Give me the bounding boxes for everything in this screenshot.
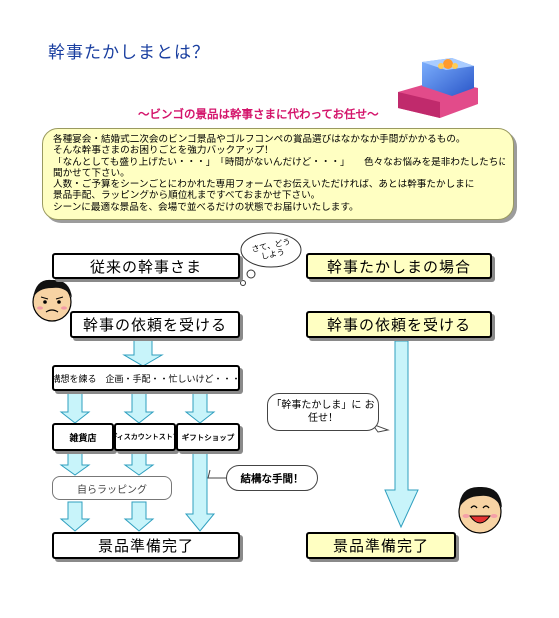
arrow-wrap-to-done1 bbox=[59, 501, 91, 532]
self-wrapping-box: 自らラッピング bbox=[52, 476, 172, 500]
right-request-box: 幹事の依頼を受ける bbox=[306, 311, 492, 338]
arrow-right-long bbox=[384, 340, 419, 529]
worried-face-illustration bbox=[32, 279, 72, 322]
intro-line: そんな幹事さまのお困りごとを強力バックアップ！ bbox=[53, 145, 274, 157]
effort-callout: 結構な手間！ bbox=[226, 465, 318, 491]
intro-note: 各種宴会・結婚式二次会のビンゴ景品やゴルフコンペの賞品選びはなかなか手間がかかる… bbox=[42, 128, 514, 220]
arrow-shop1-to-wrap bbox=[59, 451, 91, 476]
intro-line: 各種宴会・結婚式二次会のビンゴ景品やゴルフコンペの賞品選びはなかなか手間がかかる… bbox=[53, 134, 466, 145]
traditional-organizer-header: 従来の幹事さま bbox=[52, 253, 240, 279]
arrow-planning-to-shop1 bbox=[59, 391, 91, 424]
smiling-face-illustration bbox=[458, 486, 502, 534]
shop-variety-store: 雑貨店 bbox=[52, 423, 114, 451]
page-title: 幹事たかしまとは？ bbox=[48, 43, 210, 63]
left-done-box: 景品準備完了 bbox=[52, 532, 240, 559]
page-subtitle: ～ビンゴの景品は幹事さまに代わってお任せ～ bbox=[138, 107, 379, 121]
arrow-planning-to-shop3 bbox=[184, 391, 216, 424]
arrow-shop2-to-wrap bbox=[123, 451, 155, 476]
arrow-wrap-to-done2 bbox=[123, 501, 155, 532]
left-request-box: 幹事の依頼を受ける bbox=[70, 311, 240, 338]
shop-discount-store: ディスカウントストア bbox=[114, 423, 176, 451]
shop-gift-shop: ギフトショップ bbox=[176, 423, 240, 451]
arrow-shop3-to-done bbox=[184, 451, 216, 532]
arrow-planning-to-shop2 bbox=[123, 391, 155, 424]
right-done-box: 景品準備完了 bbox=[306, 532, 456, 559]
callout-connector bbox=[207, 469, 228, 479]
thought-cloud bbox=[240, 232, 302, 286]
intro-line: シーンに最適な景品を、会場で並べるだけの状態でお届けいたします。 bbox=[53, 201, 359, 213]
planning-box: 構想を練る 企画・手配・・忙しいけど・・・ bbox=[52, 365, 240, 391]
intro-line: 人数・ご予算をシーンごとにわかれた専用フォームでお伝えいただければ、あとは幹事た… bbox=[53, 179, 475, 191]
arrow-request-to-planning bbox=[122, 338, 164, 367]
intro-line: 聞かせて下さい。 bbox=[53, 167, 130, 179]
intro-line: 「なんとしても盛り上げたい・・・」 「時間がないんだけど・・・」 色々なお悩みを… bbox=[53, 156, 505, 168]
takashima-case-header: 幹事たかしまの場合 bbox=[306, 253, 492, 279]
intro-line: 景品手配、ラッピングから順位札まですべておまかせ下さい。 bbox=[53, 190, 321, 202]
gift-box-illustration bbox=[398, 58, 478, 118]
leave-it-callout: 「幹事たかしま」に お任せ！ bbox=[267, 393, 379, 431]
